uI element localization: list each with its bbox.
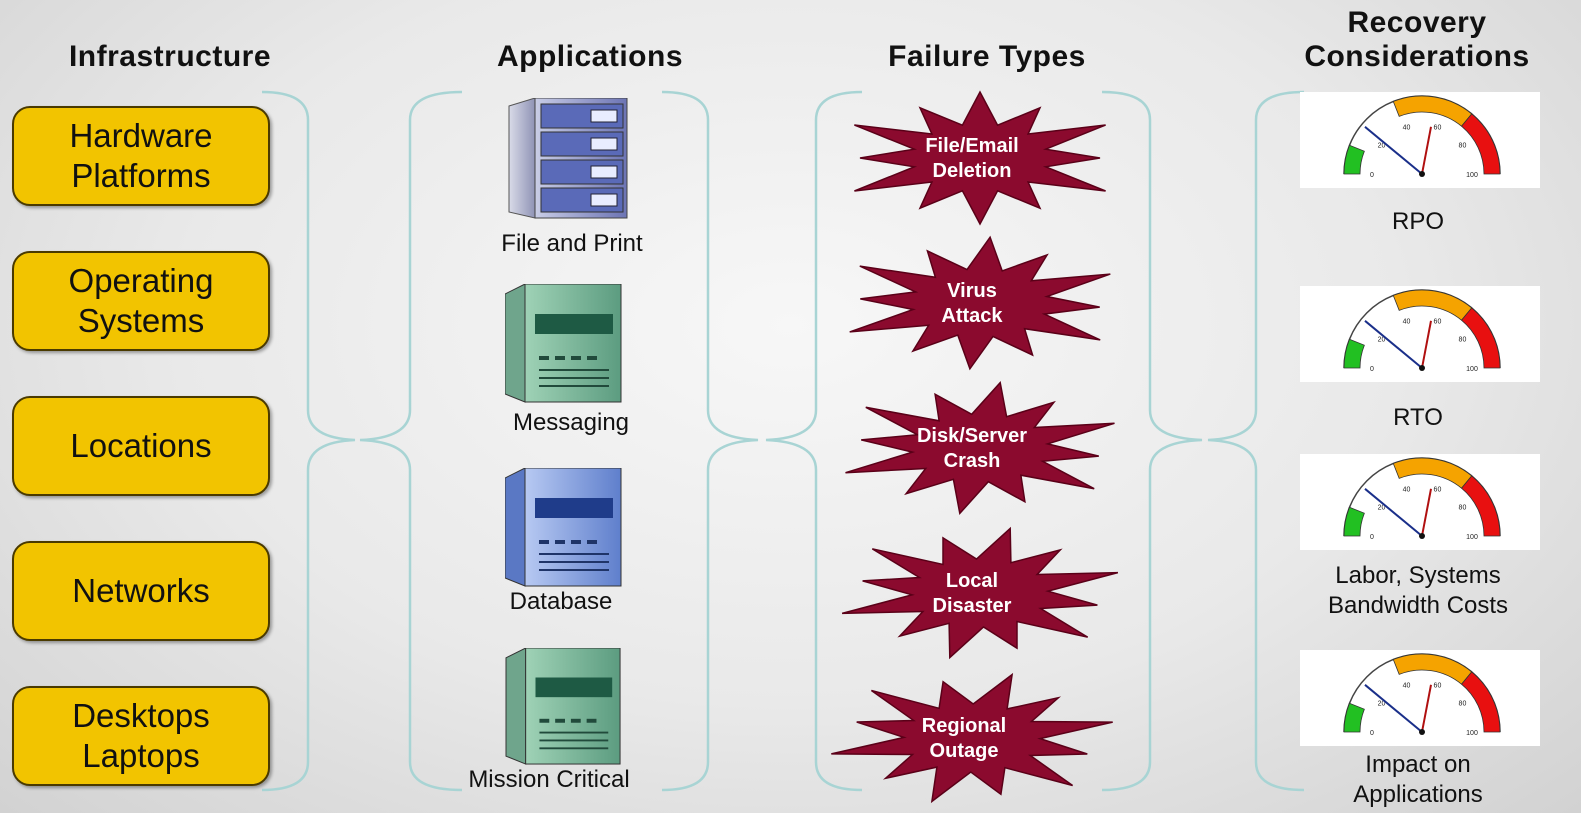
svg-text:0: 0 [1370,534,1374,541]
gauge-costs: 0 20 40 60 80 100 [1300,454,1540,550]
svg-text:100: 100 [1466,172,1478,179]
app-label-mission-critical: Mission Critical [468,766,630,793]
starburst-icon [831,672,1113,804]
bracket-recovery-left [1207,90,1305,792]
failure-label-regional-outage: Regional Outage [921,715,1007,762]
infra-label: Desktops Laptops [72,697,210,774]
svg-text:0: 0 [1370,730,1374,737]
failure-label-local-disaster: Local Disaster [932,570,1012,617]
bracket-apps-left [359,90,463,792]
header-applications: Applications [496,40,683,73]
starburst-icon [841,526,1119,660]
header-failure-types: Failure Types [888,40,1086,73]
gauge-dial-icon: 0 20 40 60 80 100 [1343,653,1501,737]
svg-text:80: 80 [1459,337,1467,344]
failure-label-virus-attack: Virus Attack [941,280,1003,327]
starburst-icon [845,380,1115,516]
blue-server-icon [505,468,622,587]
infra-box-operating-systems: Operating Systems [12,251,270,351]
gauge-dial-icon: 0 20 40 60 80 100 [1343,457,1501,541]
svg-text:0: 0 [1370,172,1374,179]
infra-label: Hardware Platforms [69,117,213,194]
starburst-shape [831,672,1113,804]
svg-text:0: 0 [1370,366,1374,373]
svg-text:80: 80 [1459,143,1467,150]
svg-text:40: 40 [1403,682,1411,689]
svg-text:20: 20 [1378,337,1386,344]
bracket-failure-left [765,90,863,792]
infra-box-networks: Networks [12,541,270,641]
infra-box-locations: Locations [12,396,270,496]
gauge-rto: 0 20 40 60 80 100 [1300,286,1540,382]
infra-label: Networks [72,572,210,609]
app-label-database: Database [509,588,613,615]
svg-text:60: 60 [1434,486,1442,493]
recovery-label-impact: Impact on Applications [1353,751,1483,808]
infra-box-desktops-laptops: Desktops Laptops [12,686,270,786]
gauge-impact: 0 20 40 60 80 100 [1300,650,1540,746]
failure-label-file-email-deletion: File/Email Deletion [925,135,1019,182]
app-label-messaging: Messaging [512,409,630,436]
starburst-shape [849,235,1111,371]
svg-text:40: 40 [1403,318,1411,325]
starburst-icon [849,235,1111,371]
svg-text:20: 20 [1378,701,1386,708]
svg-text:20: 20 [1378,143,1386,150]
file-cabinet-icon [508,98,628,219]
app-label-file-and-print: File and Print [501,230,643,257]
starburst-shape [845,380,1115,516]
svg-text:100: 100 [1466,366,1478,373]
svg-text:100: 100 [1466,730,1478,737]
starburst-shape [841,526,1119,660]
svg-text:80: 80 [1459,505,1467,512]
svg-text:40: 40 [1403,124,1411,131]
infra-box-hardware-platforms: Hardware Platforms [12,106,270,206]
recovery-label-rto: RTO [1393,404,1443,431]
green-server-icon [505,284,622,403]
header-recovery: Recovery Considerations [1304,6,1530,73]
starburst-icon [854,90,1106,226]
svg-text:60: 60 [1434,682,1442,689]
infra-label: Operating Systems [68,262,214,339]
bracket-failure-right [1101,90,1203,792]
bracket-apps-right [661,90,759,792]
svg-text:100: 100 [1466,534,1478,541]
recovery-label-costs: Labor, Systems Bandwidth Costs [1327,562,1509,619]
svg-text:40: 40 [1403,486,1411,493]
bracket-infra-right [261,90,356,792]
failure-label-disk-server-crash: Disk/Server Crash [916,425,1028,472]
header-infrastructure: Infrastructure [68,40,272,73]
infra-label: Locations [70,427,212,464]
recovery-label-rpo: RPO [1391,208,1444,235]
starburst-shape [854,90,1106,226]
svg-text:60: 60 [1434,124,1442,131]
svg-text:60: 60 [1434,318,1442,325]
svg-text:20: 20 [1378,505,1386,512]
gauge-dial-icon: 0 20 40 60 80 100 [1343,95,1501,179]
gauge-rpo: 0 20 40 60 80 100 [1300,92,1540,188]
green-server-icon [505,648,621,765]
svg-text:80: 80 [1459,701,1467,708]
gauge-dial-icon: 0 20 40 60 80 100 [1343,289,1501,373]
